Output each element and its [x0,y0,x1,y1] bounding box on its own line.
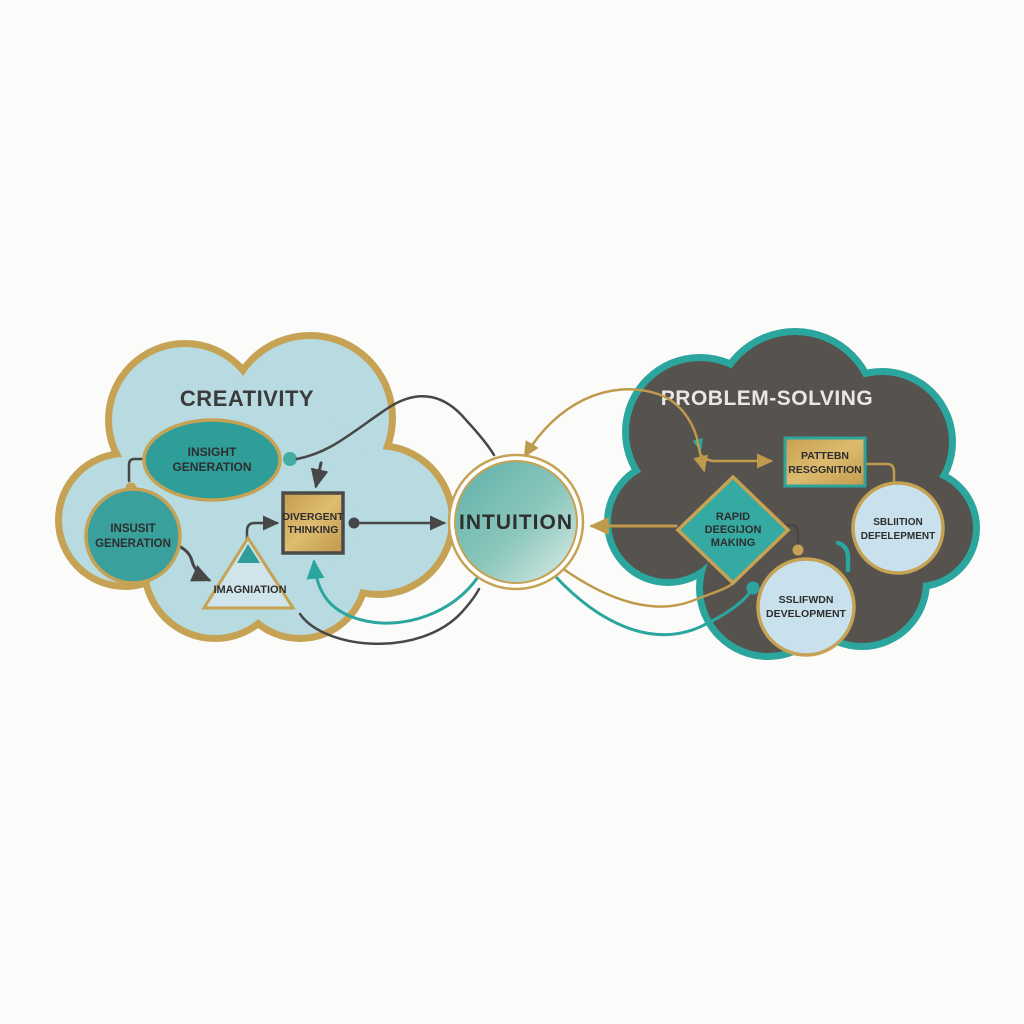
insusit-generation-circle-label-1: INSUSIT [110,523,155,535]
pattern-recognition-box: PATTEBN RESGGNITION [783,436,867,488]
problem-solving-title: PROBLEM-SOLVING [661,387,873,410]
solution-development-circle-bottom-label-1: SSLIFWDN [779,594,834,606]
imagination-triangle-label: IMAGNIATION [213,584,286,596]
edge-triangle-to-box [245,515,280,562]
creativity-title: CREATIVITY [180,386,314,411]
edge-cloud-to-intuition-dark-arc [298,587,481,646]
edge-pattern-to-circle [863,462,896,486]
box-right-dot [348,517,360,529]
solution-development-circle-right-label-2: DEFELEPMENT [861,531,935,542]
pattern-recognition-box-label-2: RESGGNITION [788,464,862,476]
solution-development-circle-bottom: SSLIFWDN DEVELOPMENT [756,557,856,657]
imagination-triangle-cap [237,544,260,563]
divergent-thinking-box-label-2: THINKING [288,524,339,536]
imagination-triangle: IMAGNIATION [201,535,296,610]
insusit-generation-circle-label-2: GENERATION [95,538,171,550]
intuition-node: INTUITION [447,453,585,591]
divergent-thinking-box: DIVERGENT THINKING [281,491,345,555]
teal-arc-end-dot [746,581,760,595]
edge-entry-to-pattern-box [700,453,774,469]
solution-development-circle-right-label-1: SBLIITION [873,517,922,528]
edge-intuition-to-bottom-circle-teal-arc [553,574,752,637]
rapid-decision-diamond: RAPID DEEGIJON MAKING [675,474,791,586]
edge-ellipse-to-circle [127,457,148,483]
edge-intuition-to-diamond-gold-arc [560,566,734,608]
rapid-decision-diamond-label-3: MAKING [711,537,756,549]
ellipse-teal-dot [283,452,297,466]
diamond-elbow-gold-dot [792,544,804,556]
edge-diamond-to-bottom-circle [777,523,800,547]
insight-generation-ellipse-label-2: GENERATION [172,460,251,474]
edge-circles-teal-elbow [835,540,851,573]
rapid-decision-diamond-label-2: DEEGIJON [705,524,762,536]
solution-development-circle-bottom-label-2: DEVELOPMENT [766,608,847,620]
divergent-thinking-box-label-1: DIVERGENT [282,511,344,523]
edge-ellipse-to-intuition-arc [295,394,496,461]
rapid-decision-diamond-label-1: RAPID [716,511,750,523]
edge-intuition-to-box-teal-arc [306,559,480,625]
solution-development-circle-right: SBLIITION DEFELEPMENT [851,481,945,575]
intuition-label: INTUITION [459,511,573,534]
pattern-recognition-box-label-1: PATTEBN [801,450,849,462]
insusit-generation-circle: INSUSIT GENERATION [84,487,182,585]
edge-down-into-box [310,461,329,489]
edge-cloud-to-intuition-gold-arc [523,388,699,458]
intuition-inner-circle [454,460,578,584]
insight-generation-ellipse-label-1: INSIGHT [188,445,237,459]
insight-generation-ellipse: INSIGHT GENERATION [142,418,282,502]
